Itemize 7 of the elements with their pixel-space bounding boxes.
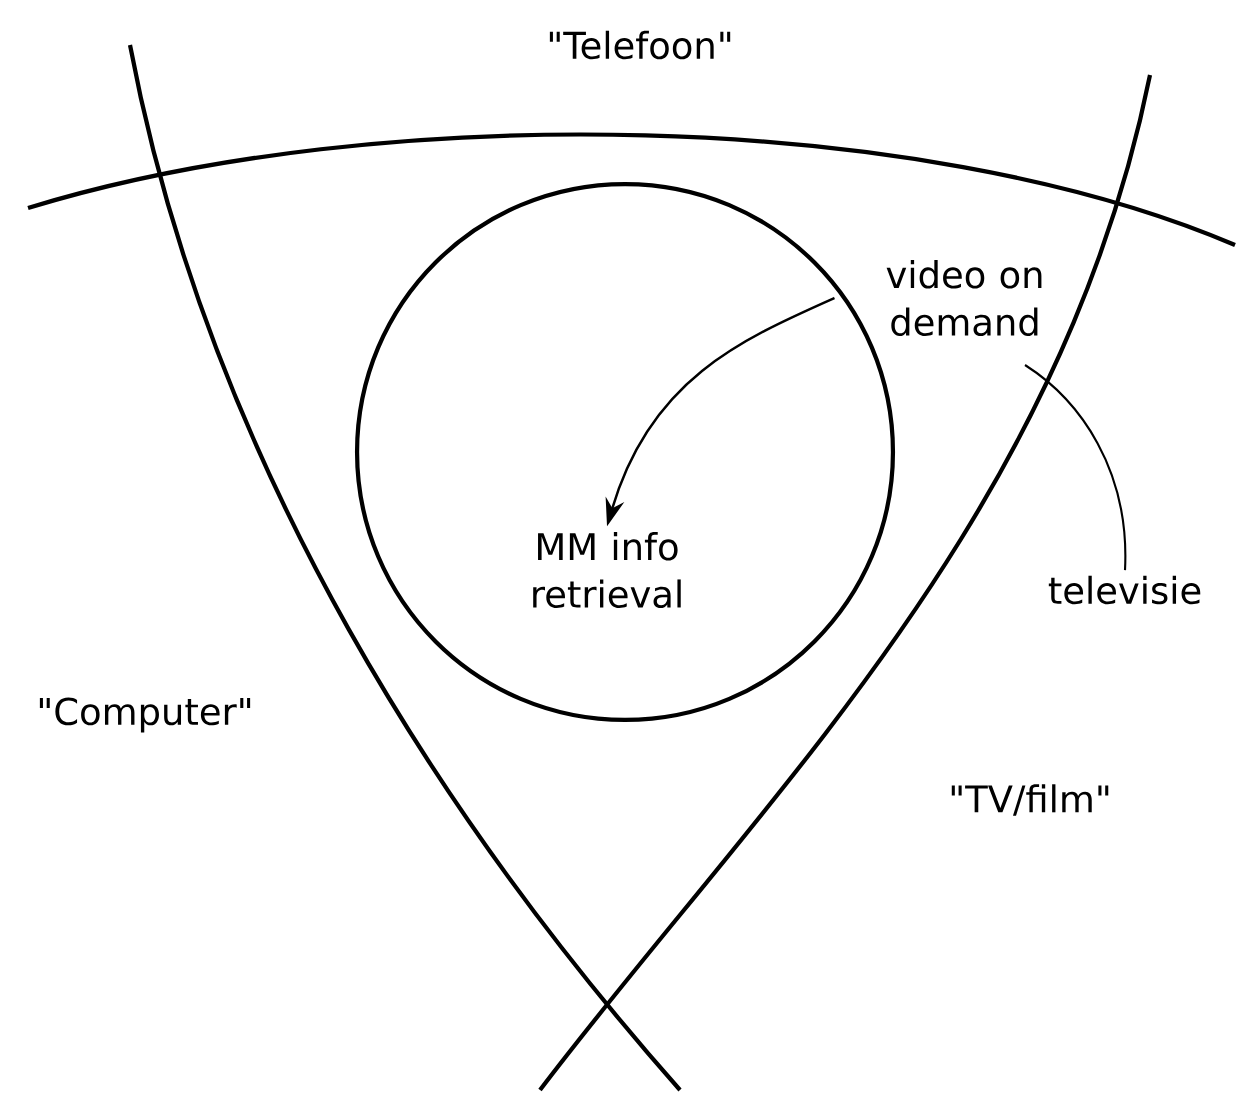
text-label: televisie [1048,575,1201,605]
region-label: "Telefoon" [549,30,731,60]
region-label: "TV/film" [951,784,1109,816]
text-label: MM info retrieval [533,532,681,608]
leader-line [1024,364,1127,571]
region-label: "Computer" [39,697,251,733]
text-label: video on demand [886,260,1042,336]
